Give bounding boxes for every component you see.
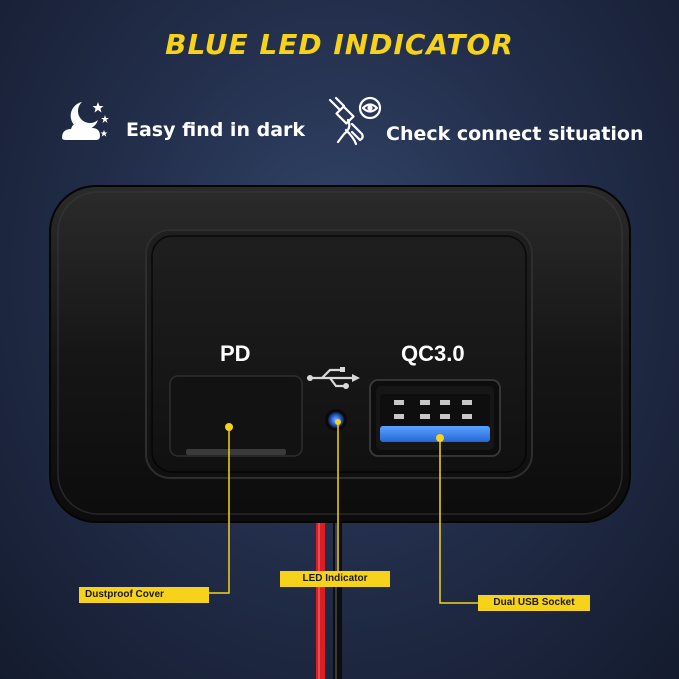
headline: BLUE LED INDICATOR (165, 28, 514, 61)
callout-line-dustproof (200, 427, 230, 594)
callout-led-indicator: LED Indicator (280, 571, 390, 587)
moon-stars-icon (62, 102, 109, 140)
pd-port-label: PD (220, 341, 251, 366)
feature-check-connection: Check connect situation (386, 123, 644, 145)
feature-easy-find: Easy find in dark (126, 119, 306, 141)
qc-port-label: QC3.0 (401, 341, 465, 366)
callout-dot-usb (436, 434, 444, 442)
callout-dot-led (335, 419, 341, 425)
plug-eye-icon (328, 96, 382, 146)
callout-line-usb (439, 438, 478, 604)
power-wires (316, 505, 342, 679)
usb-symbol-icon (306, 368, 354, 388)
callout-dot-dustproof (225, 423, 233, 431)
callout-dual-usb-socket: Dual USB Socket (478, 595, 590, 611)
callout-dustproof-cover: Dustproof Cover (79, 587, 209, 603)
